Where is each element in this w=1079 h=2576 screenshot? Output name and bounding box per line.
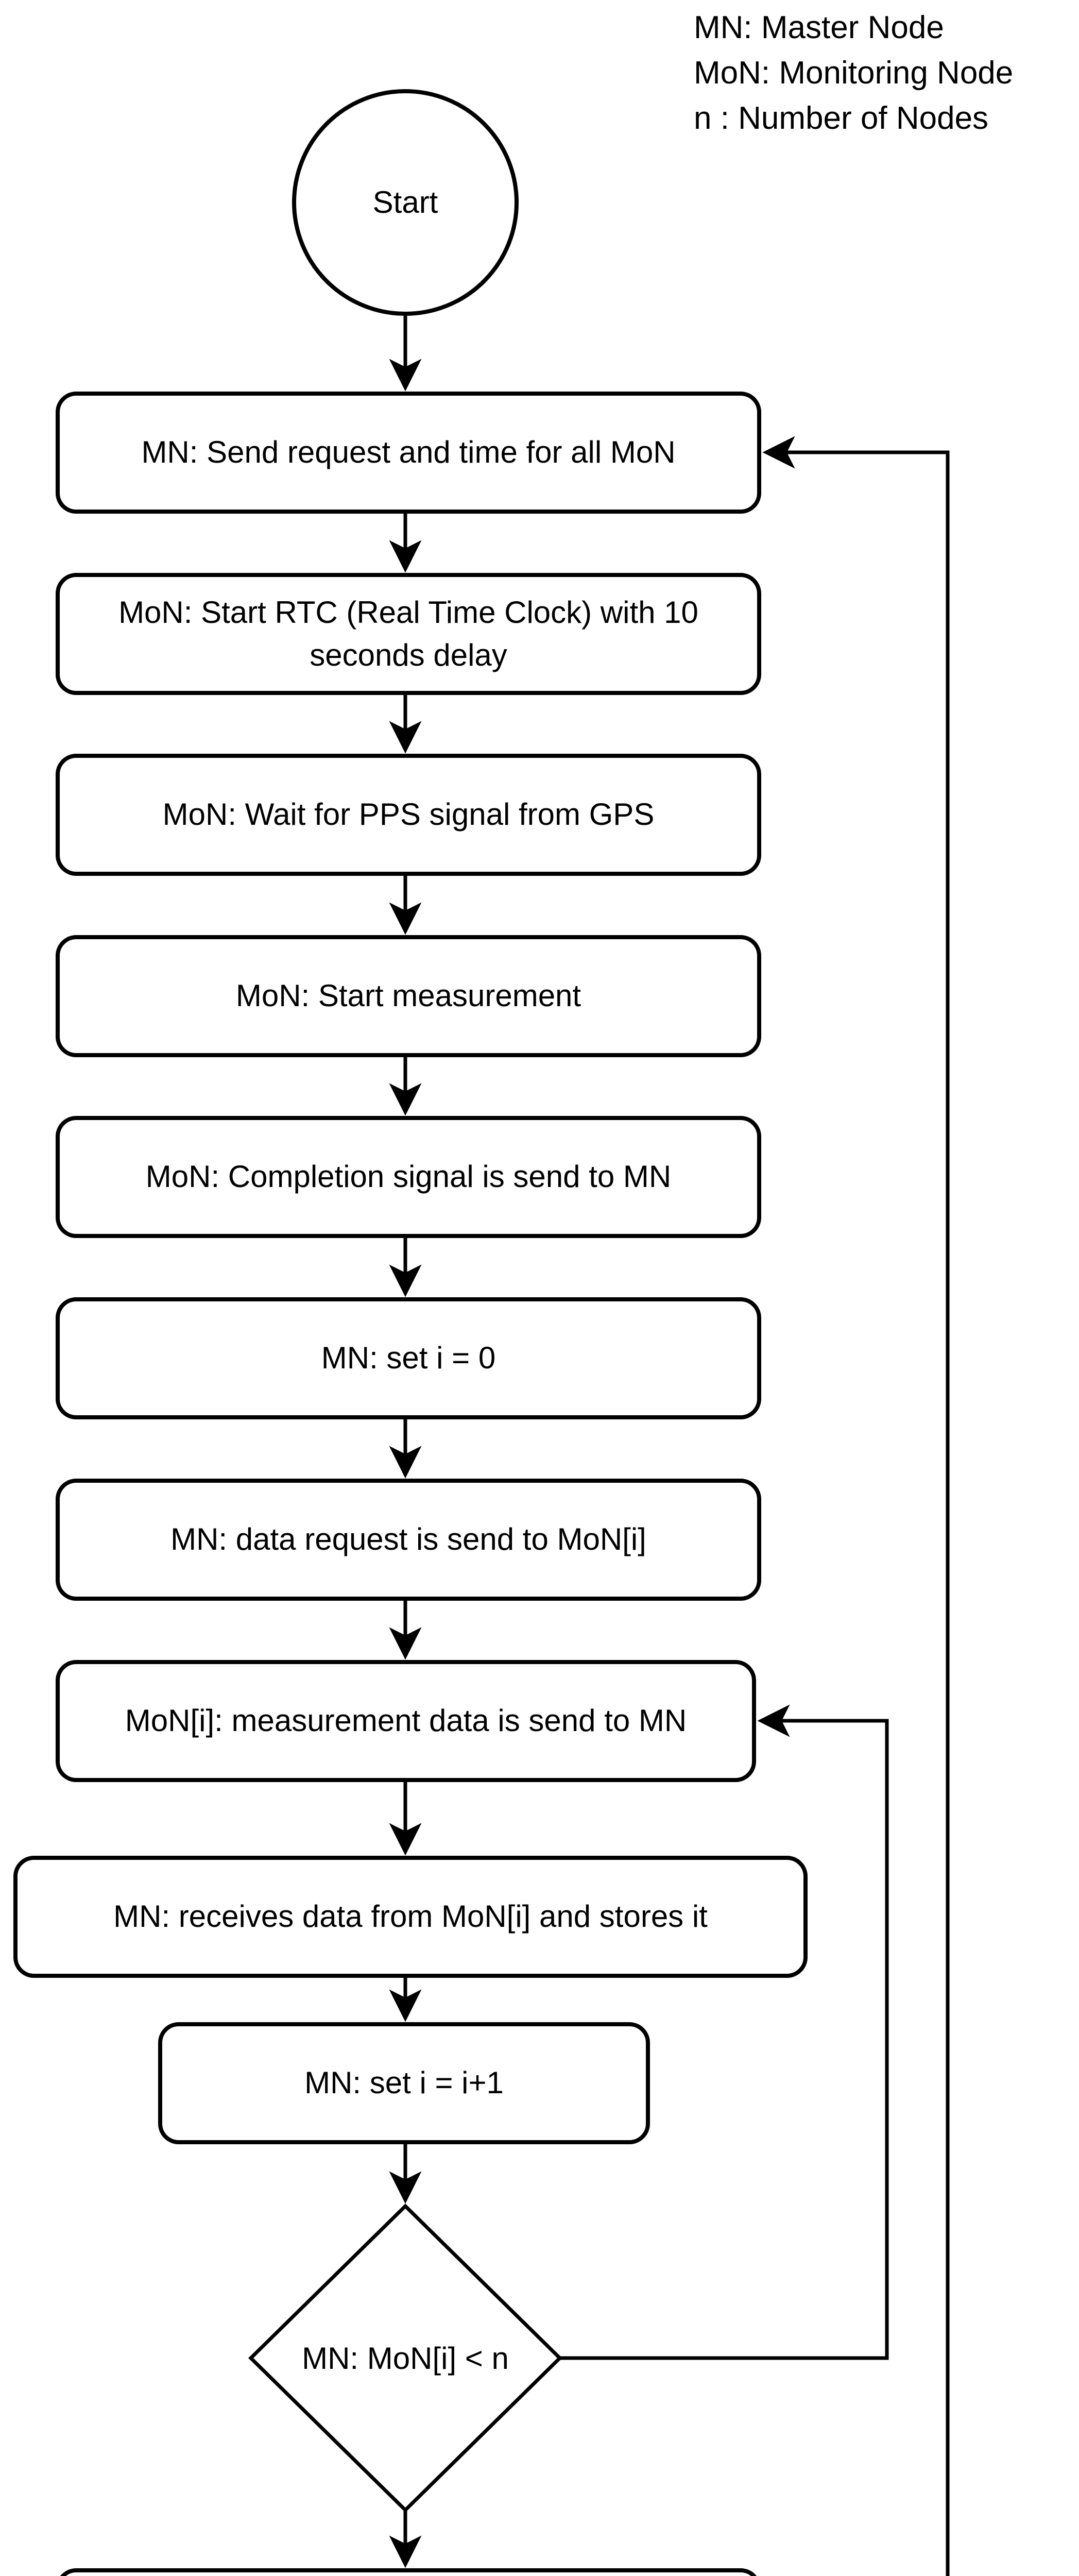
legend-line-n: n : Number of Nodes	[694, 100, 989, 136]
node-receives-data: MN: receives data from MoN[i] and stores…	[13, 1856, 808, 1978]
node-label: MN: set i = i+1	[304, 2065, 504, 2100]
node-label: MoN: Wait for PPS signal from GPS	[162, 797, 655, 832]
node-set-i-zero: MN: set i = 0	[56, 1297, 761, 1419]
node-data-conversion: MN: data conversion (16 bit to G)	[56, 2568, 761, 2576]
node-label: MN: Send request and time for all MoN	[141, 435, 676, 470]
node-start-rtc: MoN: Start RTC (Real Time Clock) with 10…	[56, 573, 761, 695]
node-label: MN: MoN[i] < n	[302, 2341, 509, 2376]
node-wait-pps: MoN: Wait for PPS signal from GPS	[56, 754, 761, 876]
node-send-request: MN: Send request and time for all MoN	[56, 392, 761, 514]
node-completion-signal: MoN: Completion signal is send to MN	[56, 1116, 761, 1238]
legend-line-mn: MN: Master Node	[694, 10, 944, 45]
node-label: MN: set i = 0	[321, 1341, 496, 1376]
node-data-request: MN: data request is send to MoN[i]	[56, 1479, 761, 1601]
node-label: MoN[i]: measurement data is send to MN	[125, 1703, 687, 1738]
node-label: MoN: Start RTC (Real Time Clock) with 10…	[118, 595, 698, 672]
legend: MN: Master Node MoN: Monitoring Node n :…	[694, 5, 1075, 141]
node-label: MN: data request is send to MoN[i]	[170, 1522, 646, 1557]
node-label: MoN: Completion signal is send to MN	[145, 1159, 672, 1194]
legend-line-mon: MoN: Monitoring Node	[694, 55, 1014, 91]
node-start-measurement: MoN: Start measurement	[56, 935, 761, 1057]
node-label: MN: receives data from MoN[i] and stores…	[113, 1899, 708, 1934]
node-loop-check: MN: MoN[i] < n	[251, 2296, 560, 2420]
node-label: MoN: Start measurement	[235, 978, 581, 1013]
start-node: Start	[292, 89, 519, 316]
node-label: Start	[372, 184, 438, 219]
node-increment-i: MN: set i = i+1	[158, 2022, 650, 2144]
node-measurement-data: MoN[i]: measurement data is send to MN	[56, 1660, 756, 1782]
